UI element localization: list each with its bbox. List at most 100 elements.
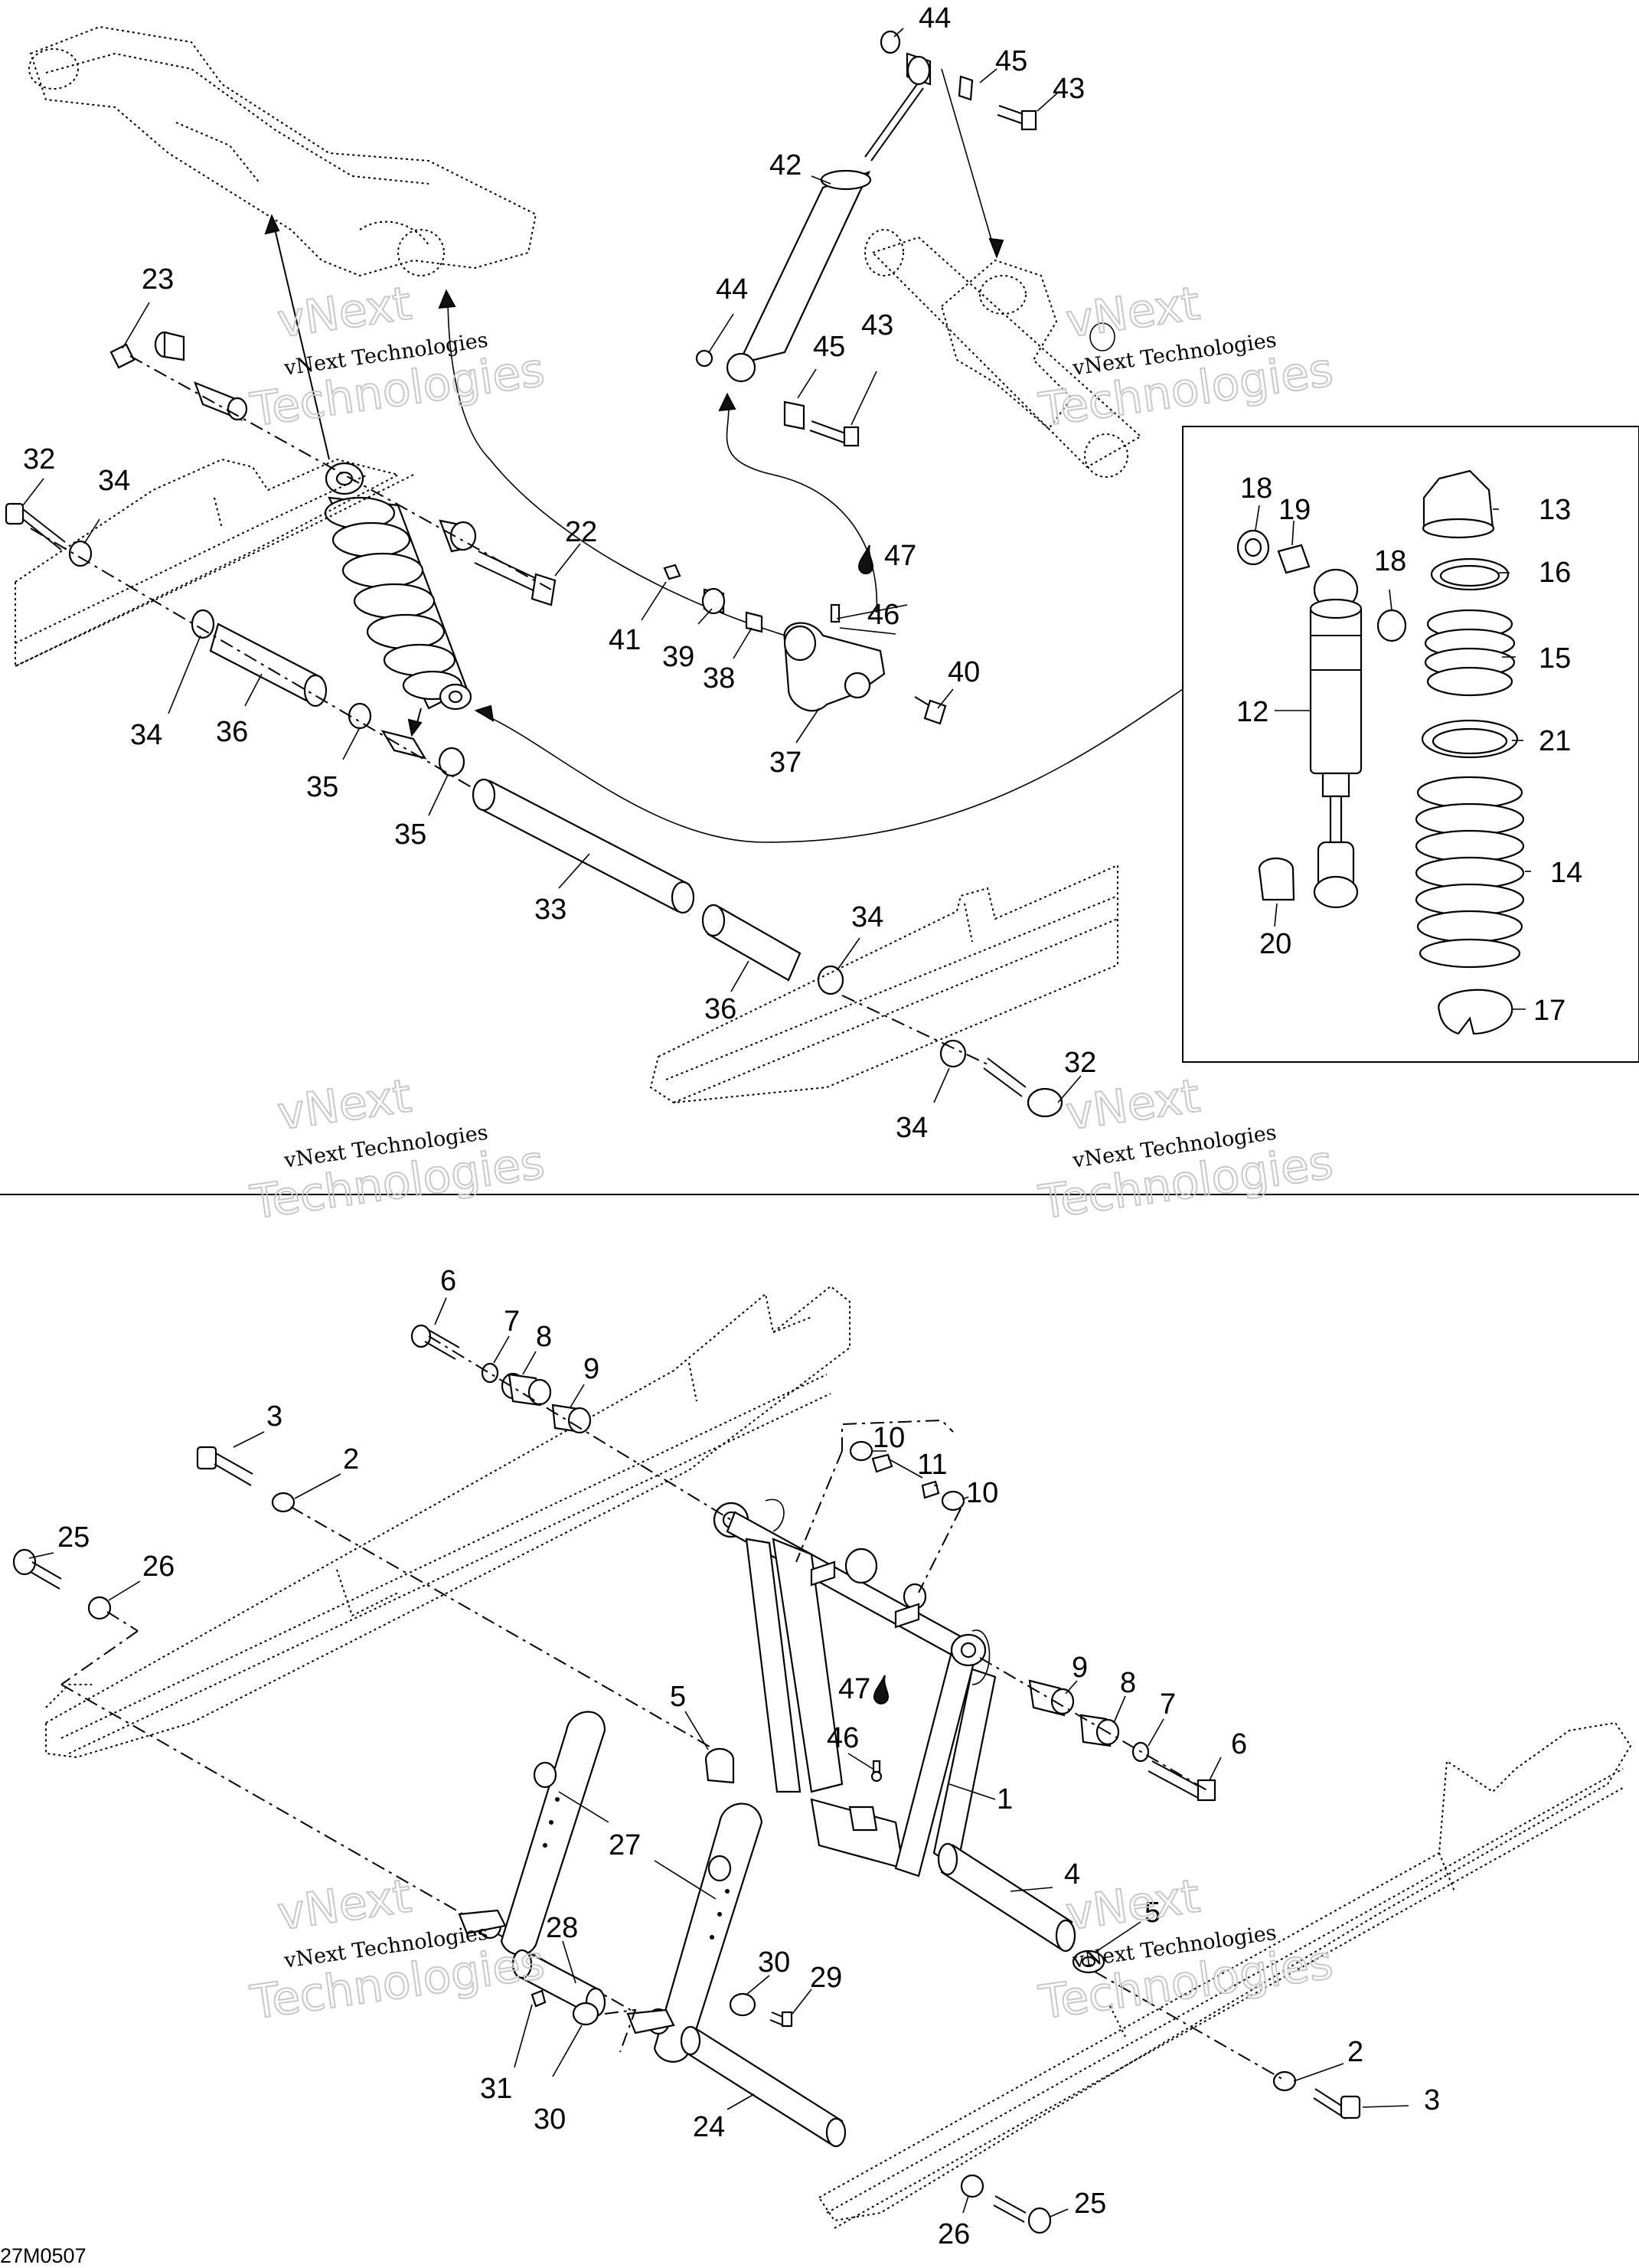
callout-26: 26 bbox=[938, 2218, 970, 2250]
rear-link-shaft bbox=[680, 2025, 847, 2148]
arm-bushing-left bbox=[704, 1747, 883, 1784]
callout-9: 9 bbox=[1072, 1652, 1088, 1684]
callout-24: 24 bbox=[693, 2111, 725, 2143]
callout-20: 20 bbox=[1259, 928, 1291, 960]
lower-shaft bbox=[937, 1842, 1105, 1974]
callout-28: 28 bbox=[546, 1912, 578, 1944]
callout-10: 10 bbox=[873, 1422, 905, 1454]
callout-12: 12 bbox=[1236, 696, 1268, 728]
callout-32: 32 bbox=[1064, 1047, 1096, 1079]
svg-text:vNext: vNext bbox=[274, 1869, 414, 1941]
callout-47: 47 bbox=[884, 540, 916, 572]
right-lower-rail bbox=[818, 1721, 1632, 2229]
callout-6: 6 bbox=[1231, 1728, 1247, 1760]
callout-18: 18 bbox=[1374, 545, 1406, 577]
callout-5: 5 bbox=[1144, 1897, 1161, 1929]
callout-11: 11 bbox=[917, 1449, 947, 1481]
callout-32: 32 bbox=[23, 443, 55, 475]
watermark: vNext vNext Technologies Technologies vN… bbox=[247, 276, 1337, 2031]
callout-34: 34 bbox=[130, 719, 162, 751]
callout-2: 2 bbox=[343, 1443, 359, 1476]
callout-7: 7 bbox=[1160, 1688, 1176, 1721]
left-upper-rail bbox=[15, 458, 414, 668]
callout-39: 39 bbox=[662, 641, 694, 673]
callout-33: 33 bbox=[534, 894, 566, 926]
callout-45: 45 bbox=[813, 331, 845, 363]
callout-17: 17 bbox=[1533, 995, 1566, 1027]
rail-bolt-left-bottom bbox=[12, 1548, 651, 2022]
callout-47: 47 bbox=[838, 1673, 870, 1705]
assembly-arrows-top bbox=[264, 68, 1184, 843]
svg-text:vNext: vNext bbox=[1063, 276, 1203, 348]
callout-37: 37 bbox=[769, 747, 802, 779]
swing-arm-assembly bbox=[713, 1498, 997, 1877]
callout-3: 3 bbox=[1424, 2084, 1440, 2116]
callout-21: 21 bbox=[1539, 725, 1571, 757]
callout-34: 34 bbox=[851, 901, 883, 933]
callout-9: 9 bbox=[583, 1353, 599, 1385]
callout-36: 36 bbox=[216, 716, 248, 748]
callout-25: 25 bbox=[1074, 2188, 1106, 2220]
callout-leaders-top bbox=[22, 28, 1531, 1103]
callout-38: 38 bbox=[703, 662, 735, 694]
callout-46: 46 bbox=[827, 1722, 859, 1754]
shock-bracket-parts bbox=[663, 564, 947, 725]
callout-41: 41 bbox=[609, 624, 641, 656]
callout-42: 42 bbox=[769, 149, 802, 181]
callout-40: 40 bbox=[948, 656, 980, 688]
cross-shaft-parts bbox=[472, 778, 844, 995]
callout-19: 19 bbox=[1278, 494, 1311, 526]
callout-leaders-bottom bbox=[28, 1297, 1409, 2217]
callout-8: 8 bbox=[536, 1321, 552, 1353]
callout-2: 2 bbox=[1347, 2036, 1363, 2068]
callout-45: 45 bbox=[995, 45, 1027, 77]
callout-27: 27 bbox=[609, 1829, 641, 1861]
callout-6: 6 bbox=[440, 1265, 456, 1297]
callout-46: 46 bbox=[867, 599, 899, 631]
callout-13: 13 bbox=[1539, 494, 1571, 526]
callout-8: 8 bbox=[1120, 1667, 1136, 1699]
shock-components-inset bbox=[1182, 426, 1639, 1063]
callout-10: 10 bbox=[966, 1477, 998, 1509]
callout-34: 34 bbox=[896, 1112, 928, 1144]
rail-bolt-right-bottom bbox=[960, 2174, 1052, 2234]
upper-bolt-parts bbox=[109, 331, 557, 606]
callout-15: 15 bbox=[1539, 642, 1571, 675]
right-upper-rail bbox=[649, 864, 1118, 1104]
suspension-links bbox=[458, 1711, 763, 2063]
pivot-hardware-left bbox=[410, 1324, 732, 1521]
callout-35: 35 bbox=[394, 819, 426, 851]
callout-31: 31 bbox=[480, 2073, 512, 2105]
left-lower-rail bbox=[45, 1285, 851, 1759]
callout-5: 5 bbox=[670, 1681, 686, 1713]
svg-text:vNext: vNext bbox=[1063, 1069, 1203, 1141]
callout-3: 3 bbox=[266, 1400, 282, 1433]
callout-7: 7 bbox=[504, 1306, 520, 1338]
grease-drop-icon bbox=[873, 1675, 890, 1704]
right-rail-bolt-parts bbox=[841, 995, 1063, 1118]
callout-22: 22 bbox=[565, 516, 597, 548]
callout-29: 29 bbox=[810, 1962, 842, 1994]
callout-43: 43 bbox=[861, 309, 893, 342]
callout-26: 26 bbox=[142, 1551, 175, 1583]
callout-30: 30 bbox=[534, 2103, 566, 2136]
rear-frame-outline bbox=[28, 25, 537, 277]
callout-14: 14 bbox=[1550, 857, 1582, 889]
callout-44: 44 bbox=[716, 273, 748, 306]
callout-43: 43 bbox=[1053, 73, 1085, 105]
callout-44: 44 bbox=[919, 2, 951, 34]
callout-18: 18 bbox=[1240, 472, 1272, 505]
callout-4: 4 bbox=[1064, 1858, 1080, 1891]
callout-1: 1 bbox=[997, 1783, 1013, 1815]
callout-34: 34 bbox=[98, 465, 130, 497]
callout-25: 25 bbox=[57, 1521, 90, 1554]
grease-drop-icon bbox=[857, 544, 874, 574]
front-arm-outline bbox=[864, 229, 1142, 478]
callout-16: 16 bbox=[1539, 557, 1571, 589]
callout-23: 23 bbox=[142, 263, 174, 296]
link-fasteners bbox=[531, 1989, 793, 2053]
rail-bolt-right bbox=[1094, 1971, 1361, 2119]
callout-labels: 44 45 43 42 44 45 43 23 32 34 22 47 46 4… bbox=[23, 2, 1582, 2250]
pivot-hardware-right bbox=[979, 1657, 1216, 1802]
document-code: 27M0507 bbox=[0, 2244, 87, 2267]
